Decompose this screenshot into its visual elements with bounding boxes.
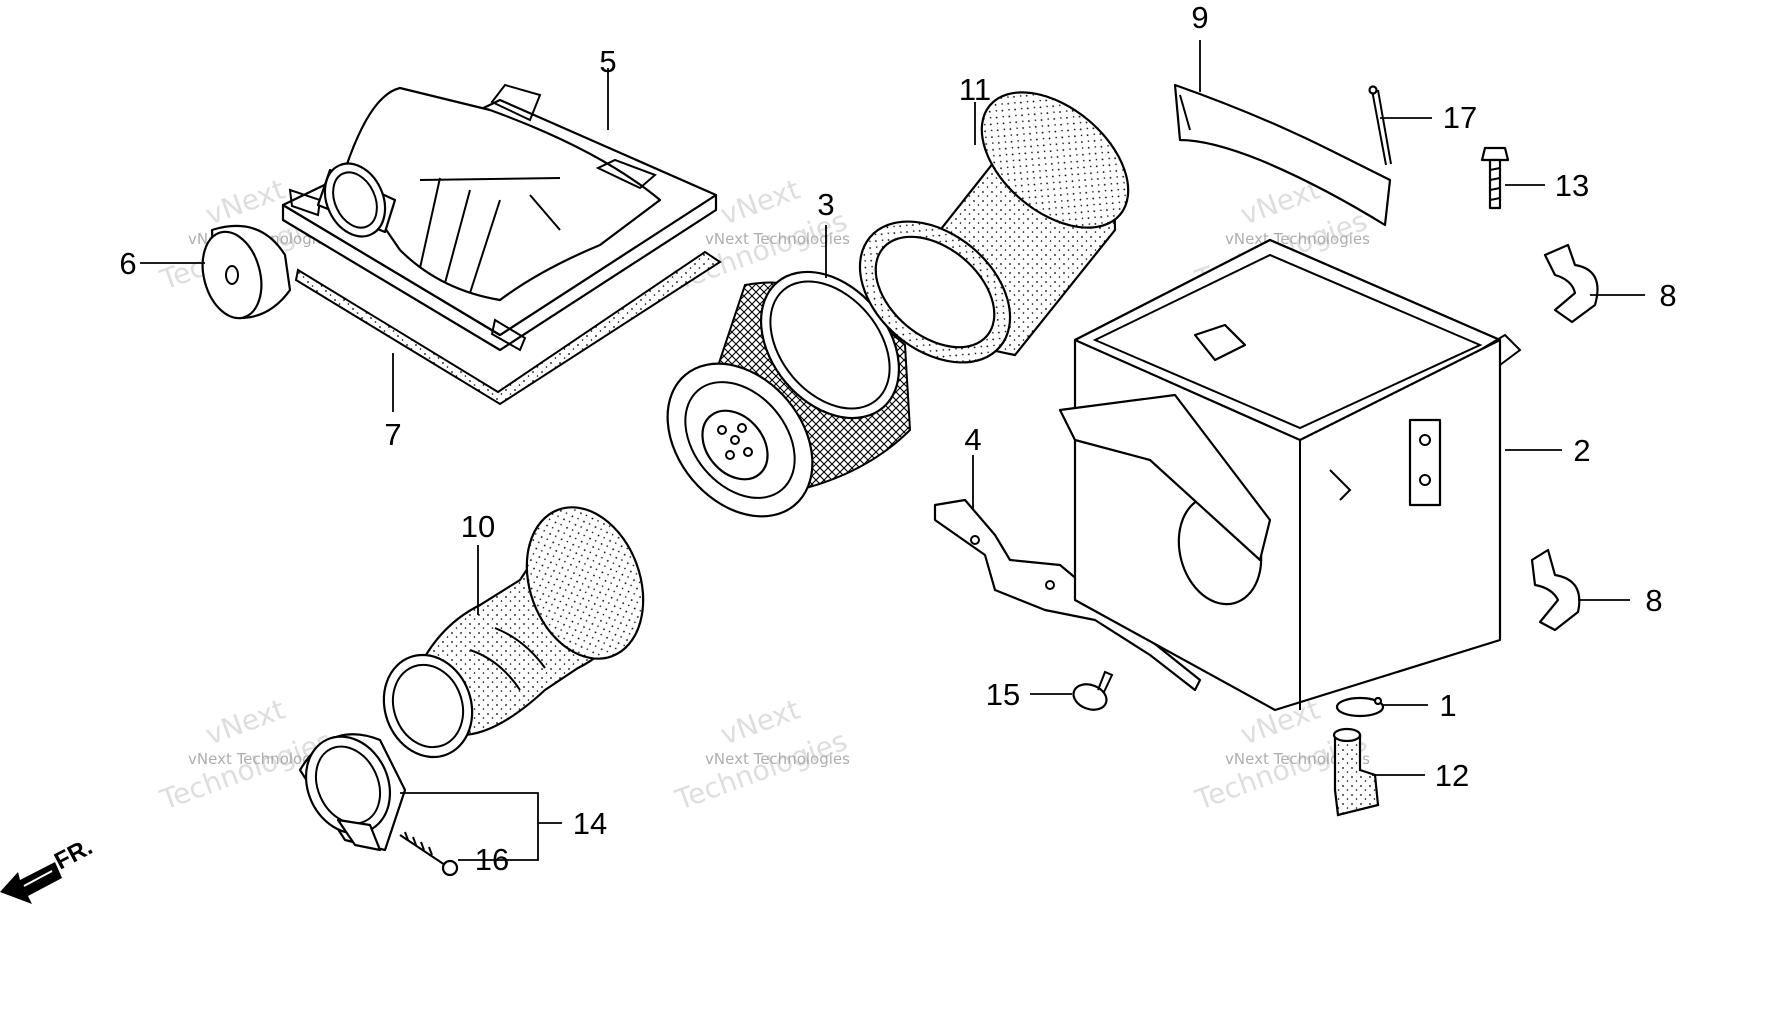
callout-14: 14 (573, 806, 607, 841)
part-7-gasket (294, 250, 722, 406)
callout-10: 10 (461, 509, 495, 544)
callout-8-upper: 8 (1659, 278, 1676, 313)
callout-2: 2 (1573, 433, 1590, 468)
callout-16: 16 (475, 842, 509, 877)
callout-3: 3 (817, 187, 834, 222)
svg-text:vNext Technologies: vNext Technologies (1225, 750, 1370, 768)
part-6-grommet (201, 224, 292, 320)
callout-5: 5 (599, 44, 616, 79)
callout-12: 12 (1435, 758, 1469, 793)
part-10-intake-duct (382, 506, 645, 759)
part-15-plug (1072, 670, 1114, 711)
watermark-center-bottom: vNext Technologies vNext Technologies (670, 693, 851, 817)
callout-7: 7 (384, 417, 401, 452)
callout-15: 15 (986, 677, 1020, 712)
callout-11: 11 (959, 72, 991, 107)
svg-text:vNext Technologies: vNext Technologies (705, 750, 850, 768)
part-13-bolt (1480, 146, 1510, 210)
callout-9: 9 (1191, 0, 1208, 35)
callout-17: 17 (1443, 100, 1477, 135)
callout-4: 4 (964, 422, 981, 457)
part-12-drain-tube (1332, 727, 1380, 817)
part-8-clip-lower (1530, 548, 1581, 632)
part-17-pin (1368, 85, 1392, 166)
part-5-cover (281, 83, 718, 352)
part-11-foam-filter (858, 91, 1130, 364)
front-direction-arrow-icon (0, 862, 62, 904)
part-4-bracket (933, 498, 1202, 692)
part-9-strap (1173, 83, 1392, 227)
part-3-filter-element (666, 270, 912, 518)
callout-13: 13 (1555, 168, 1589, 203)
callout-1: 1 (1439, 688, 1456, 723)
part-14-clamp (298, 733, 407, 852)
callout-6: 6 (119, 246, 136, 281)
svg-text:vNext Technologies: vNext Technologies (1225, 230, 1370, 248)
part-2-case (1058, 238, 1522, 712)
svg-text:vNext Technologies: vNext Technologies (705, 230, 850, 248)
callout-8-lower: 8 (1645, 583, 1662, 618)
part-16-screw (399, 831, 459, 877)
part-8-clip-upper (1543, 243, 1599, 324)
part-1-clip-ring (1335, 696, 1385, 718)
svg-text:vNext Technologies: vNext Technologies (188, 750, 333, 768)
